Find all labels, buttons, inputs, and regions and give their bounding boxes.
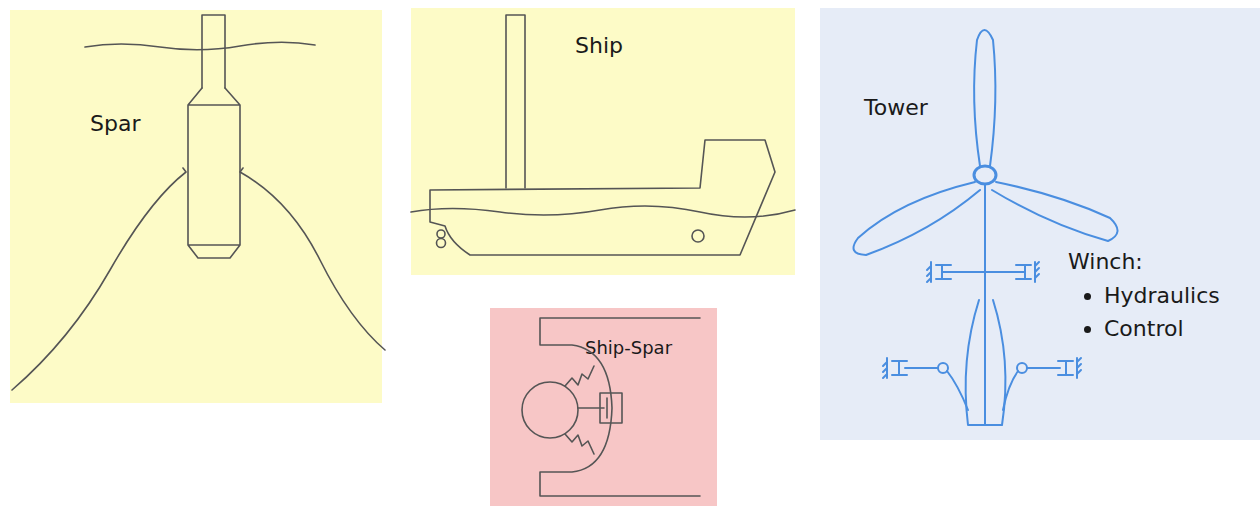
ship-panel: Ship xyxy=(411,8,795,275)
ship-drawing xyxy=(411,15,795,255)
panel-label: Spar xyxy=(90,112,140,136)
panel-label: Tower xyxy=(864,96,928,120)
panel-label: Winch: xyxy=(1068,250,1143,274)
panel-label: Ship-Spar xyxy=(585,338,672,358)
ship-spar-panel: Ship-Spar xyxy=(490,308,717,506)
panel-label: Ship xyxy=(575,34,623,58)
bullet-item: Control xyxy=(1104,317,1184,341)
spar-panel: Spar xyxy=(10,10,382,403)
ship-spar-drawing xyxy=(522,318,700,496)
spar-drawing xyxy=(12,15,385,390)
wind-turbine-drawing xyxy=(854,30,1118,425)
bullet-item: Hydraulics xyxy=(1104,284,1220,308)
tower-panel: TowerWinch: HydraulicsControl xyxy=(820,8,1260,440)
